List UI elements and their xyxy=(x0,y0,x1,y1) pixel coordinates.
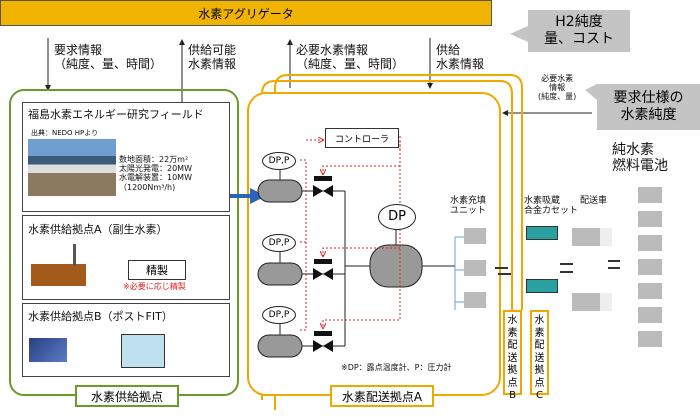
dp-p-sensor: DP,P xyxy=(262,152,296,170)
source-note: 出典：NEDO HPより xyxy=(31,129,99,137)
supply-info-label: 供給 水素情報 xyxy=(436,43,485,71)
truck-label: 配送車 xyxy=(580,196,608,206)
fukushima-panel: 福島水素エネルギー研究フィールド 出典：NEDO HPより 数地面積：22万m²… xyxy=(22,102,230,212)
site-b-title: 水素供給拠点B（ポストFIT） xyxy=(28,310,173,323)
required-info-label: 必要水素情報 （純度、量、時間） xyxy=(296,43,405,71)
site-a-panel: 水素供給拠点A（副生水素） 精製 ※必要に応じ精製 xyxy=(22,215,230,300)
field-photo xyxy=(28,139,116,196)
truck-icon xyxy=(572,293,612,311)
solar-panel-icon xyxy=(29,338,67,362)
supply-group-label: 水素供給拠点 xyxy=(75,385,179,407)
cassette-icon xyxy=(526,279,558,293)
purity-callout: 要求仕様の 水素純度 xyxy=(597,84,700,130)
field-specs: 数地面積：22万m² 太陽光発電：20MW 水電解装置：10MW （1200Nm… xyxy=(119,155,192,192)
supply-available-label: 供給可能 水素情報 xyxy=(188,43,237,71)
electrolyzer-icon xyxy=(121,334,165,368)
delivery-base-c: 水 素 配 送 拠 点 C xyxy=(530,310,549,401)
refine-box: 精製 xyxy=(128,260,186,280)
filling-unit-icons xyxy=(464,228,486,310)
fukushima-title: 福島水素エネルギー研究フィールド xyxy=(28,108,204,121)
aggregator-bar: 水素アグリゲータ xyxy=(0,0,492,26)
delivery-base-b: 水 素 配 送 拠 点 B xyxy=(503,310,522,401)
refine-note: ※必要に応じ精製 xyxy=(123,282,186,291)
cassette-icon xyxy=(526,226,558,240)
dp-p-sensor: DP,P xyxy=(262,306,296,324)
filling-unit-label: 水素充填 ユニット xyxy=(450,196,487,217)
legend-note: ※DP：露点温度計、P：圧力計 xyxy=(341,363,452,372)
dp-sensor: DP xyxy=(378,204,416,230)
dp-p-sensor: DP,P xyxy=(262,234,296,252)
truck-icon xyxy=(572,228,612,246)
factory-icon xyxy=(31,264,86,286)
site-b-panel: 水素供給拠点B（ポストFIT） xyxy=(22,303,230,377)
request-info-label: 要求情報 （純度、量、時間） xyxy=(54,43,163,71)
required-small-label: 必要水素 情報 (純度、量) xyxy=(538,74,577,102)
delivery-group-label: 水素配送拠点A xyxy=(330,385,434,407)
cassette-label: 水素吸蔵 合金カセット xyxy=(524,196,579,217)
site-a-title: 水素供給拠点A（副生水素） xyxy=(28,223,168,236)
fuel-cell-icons xyxy=(638,187,662,347)
cost-callout: H2純度 量、コスト xyxy=(528,10,630,52)
controller-box: コントローラ xyxy=(325,128,399,148)
fuel-cell-label: 純水素 燃料電池 xyxy=(612,142,668,175)
